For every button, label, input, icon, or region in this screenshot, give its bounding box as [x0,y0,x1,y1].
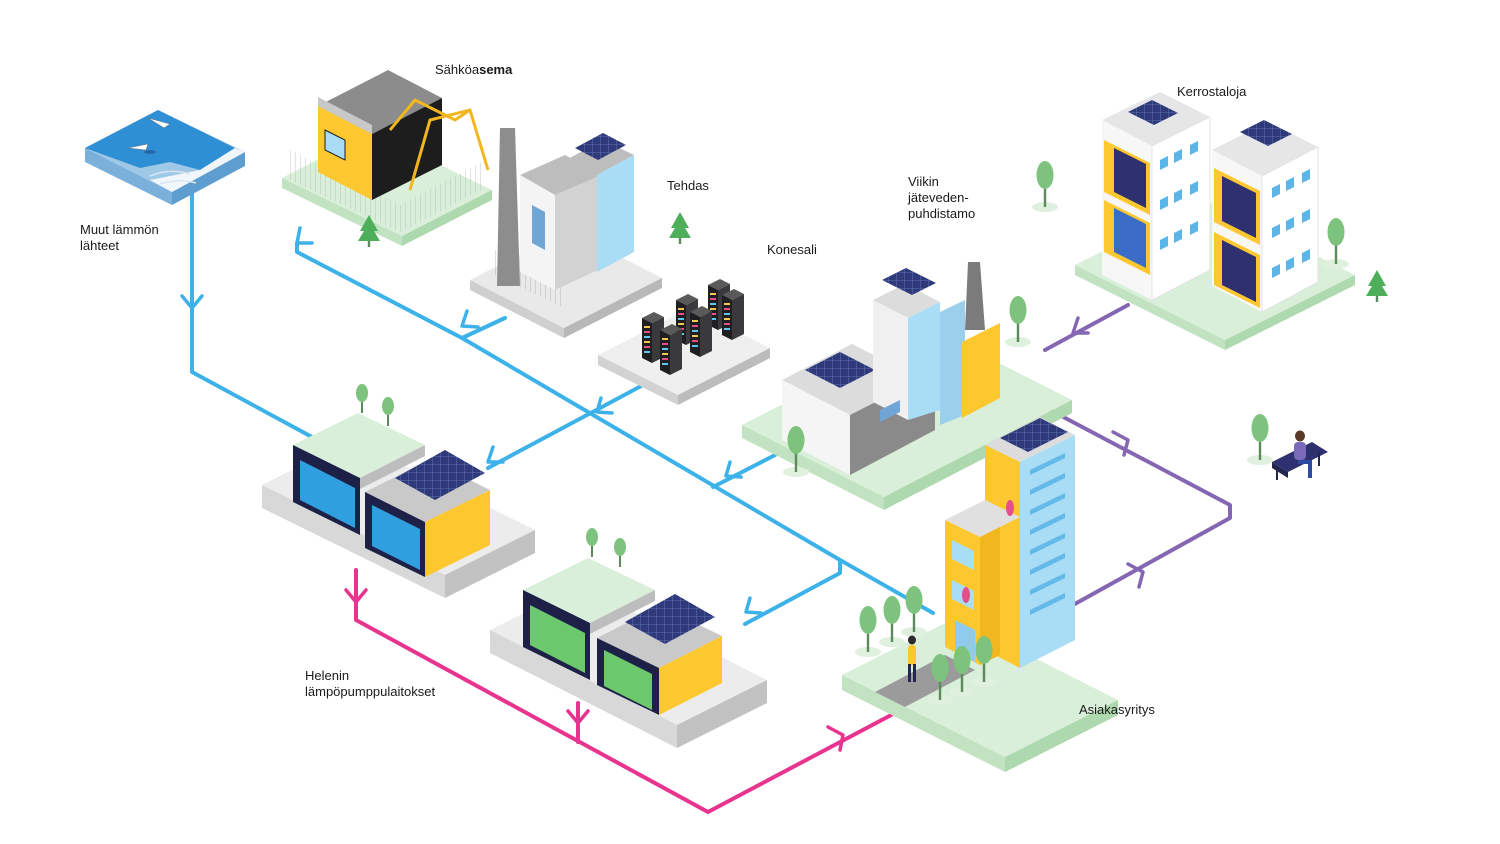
person-icon [908,635,916,682]
label-wastewater-line2: jäteveden- [908,190,969,205]
arrow-icon [1126,562,1145,589]
heat-pump-plant-icon [262,384,535,598]
arrow-icon [180,294,204,310]
arrow-icon [486,445,505,464]
arrow-icon [295,226,314,245]
arrow-icon [724,460,743,479]
label-substation: Sähköasema [435,62,513,77]
label-factory: Tehdas [667,178,709,193]
return-pipe-network [1033,303,1232,607]
arrow-icon [566,709,590,725]
label-other-sources-line2: lähteet [80,238,120,253]
arrow-icon [344,588,368,604]
arrow-icon [1071,316,1090,335]
bird-icon [127,117,171,151]
label-heat-pumps: Helenin lämpöpumppulaitokset [305,668,435,700]
arrow-icon [460,309,480,329]
label-wastewater-line1: Viikin [908,174,939,189]
server-rack-icon [722,289,744,340]
heat-pump-plant-icon [490,528,767,748]
label-customer: Asiakasyritys [1079,702,1155,717]
server-rack-icon [660,324,682,375]
substation-icon [282,70,492,247]
label-apartments: Kerrostaloja [1177,84,1247,99]
office-tower-icon [842,417,1118,772]
server-rack-icon [690,306,712,357]
person-icon [1294,430,1312,478]
arrow-icon [826,725,845,752]
label-heat-pumps-line1: Helenin [305,668,350,683]
apartment-building-icon [1032,92,1388,350]
label-other-sources-line1: Muut lämmön [80,222,159,237]
sea-icon [85,110,245,205]
arrow-icon [595,396,614,415]
label-datacenter: Konesali [767,242,817,257]
arrow-icon [1111,430,1130,457]
park-bench-scene [1247,414,1328,480]
datacenter-icon [598,279,770,405]
label-other-sources: Muut lämmön lähteet [80,222,159,254]
factory-icon [470,128,691,338]
label-heat-pumps-line2: lämpöpumppulaitokset [305,684,436,699]
label-wastewater-line3: puhdistamo [908,206,976,221]
chimney-icon [965,262,985,330]
chimney-icon [497,128,520,286]
arrow-icon [744,596,763,615]
flow-arrows [180,226,1145,752]
label-wastewater-plant: Viikin jäteveden- puhdistamo [908,174,975,222]
